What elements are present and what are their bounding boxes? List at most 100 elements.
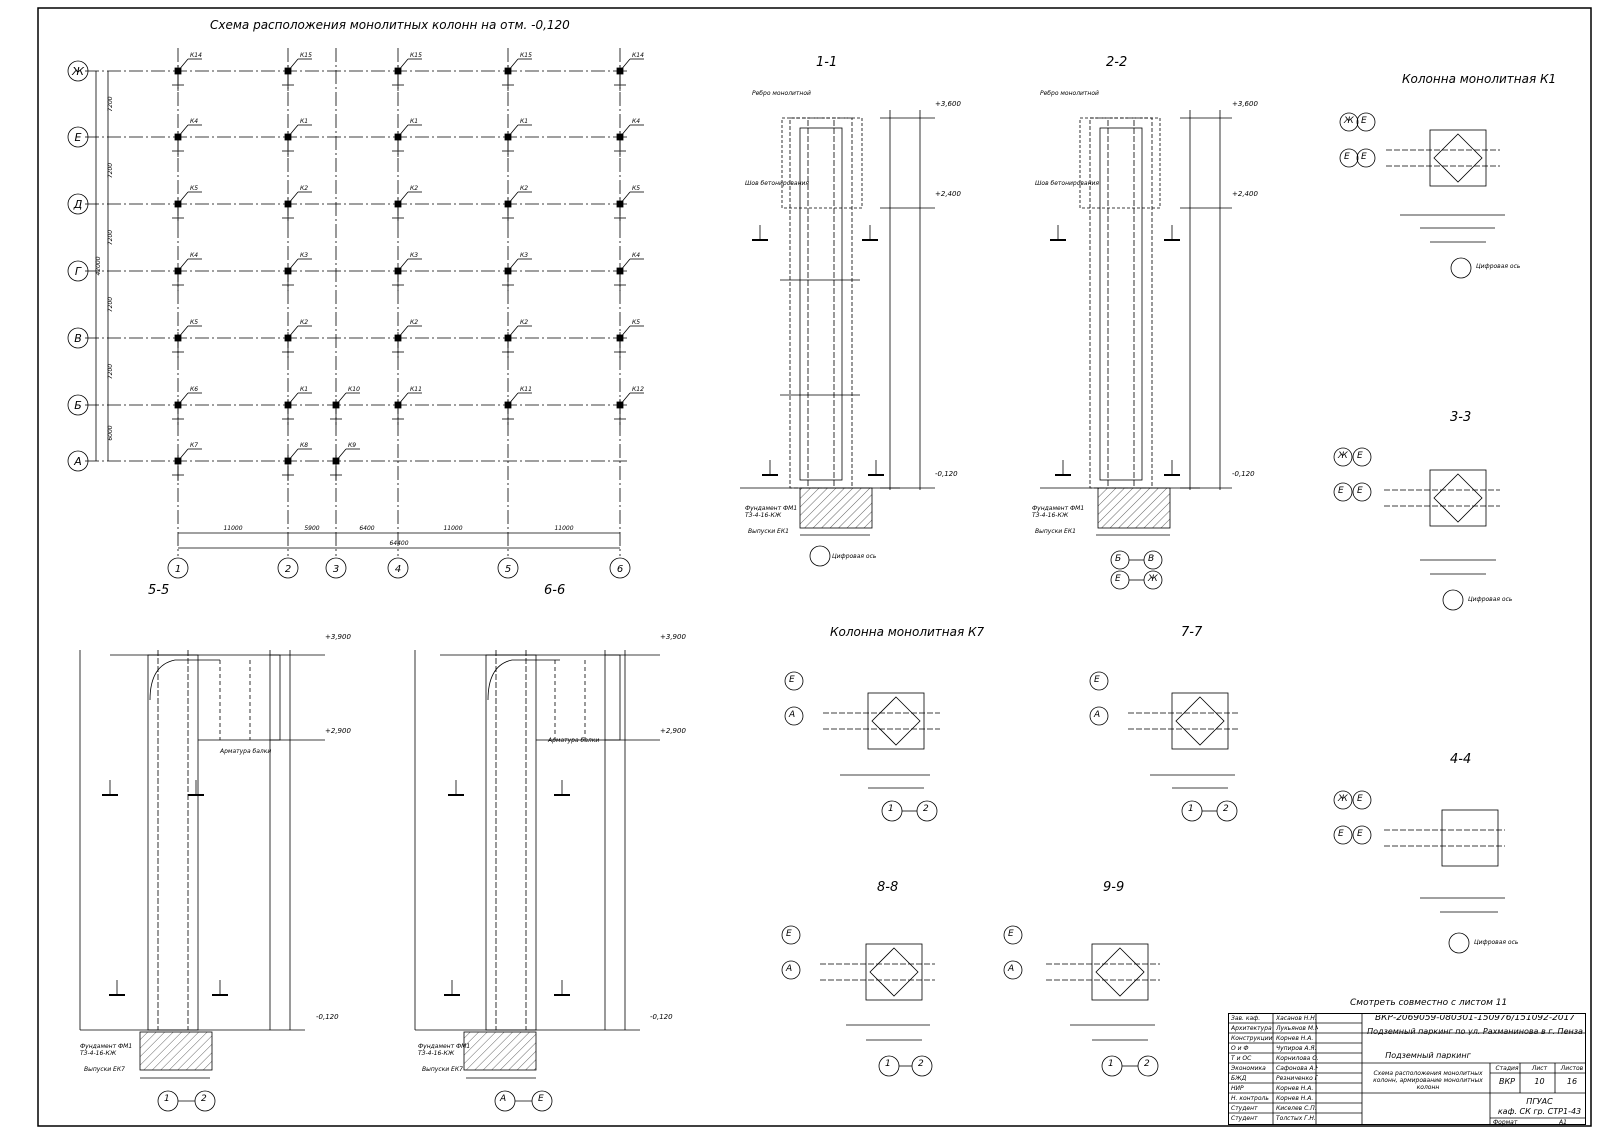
col-axis-bubble (167, 557, 189, 579)
mark-leader (619, 392, 631, 406)
col-dimension: 6400 (359, 525, 374, 532)
axis-8-8-col-b: 2 (918, 1059, 924, 1069)
elev-top-6-6: +3,900 (660, 633, 686, 641)
axis-9-9-col-b: 2 (1144, 1059, 1150, 1069)
row-axis-label: Г (75, 265, 82, 278)
callout-pipe-2-2: Шов бетонирования (1035, 180, 1100, 187)
col-axis-bubble (325, 557, 347, 579)
row-dimension: 7200 (107, 96, 114, 111)
callout-foundation-5-5: Фундамент ФМ1 (80, 1043, 133, 1050)
axis-2-2-d: Ж (1148, 574, 1158, 584)
tb-sheets: 16 (1566, 1078, 1578, 1085)
column-mark-label: К3 (410, 252, 418, 259)
row-axis-bubble (67, 327, 89, 349)
callout-yoke-1-1: Цифровая ось (832, 553, 877, 560)
column-mark-label: К5 (190, 185, 198, 192)
section-label-2-2: 2-2 (1106, 55, 1128, 70)
column-mark-label: К14 (190, 52, 202, 59)
axis-3-3-c: Е (1338, 486, 1344, 496)
callout-foundation-ref-2-2: ТЗ-4-16-КЖ (1032, 512, 1069, 519)
mark-leader (287, 392, 299, 406)
row-axis-bubble (67, 394, 89, 416)
column-mark-label: К7 (190, 442, 198, 449)
callout-foundation-6-6: Фундамент ФМ1 (418, 1043, 471, 1050)
callout-foundation-ref-5-5: ТЗ-4-16-КЖ (80, 1050, 117, 1057)
tb-sheet-header: Лист (1531, 1065, 1548, 1072)
elev-top-5-5: +3,900 (325, 633, 351, 641)
section-4-4 (1333, 790, 1505, 954)
col-dimension: 11000 (223, 525, 242, 532)
axis-5-5-a: 1 (164, 1094, 170, 1104)
axis-7-7-row-b: А (1094, 710, 1101, 720)
axis-2-2-a: Б (1115, 554, 1122, 564)
mark-leader (397, 258, 409, 272)
section-label-9-9: 9-9 (1103, 880, 1125, 895)
row-axis-label: Е (75, 131, 82, 144)
column-mark-label: К14 (632, 52, 644, 59)
column-mark-label: К2 (300, 185, 308, 192)
col-axis-bubble (609, 557, 631, 579)
tb-sheets-header: Листов (1560, 1065, 1584, 1072)
col-axis-bubble (277, 557, 299, 579)
column-mark-label: К3 (520, 252, 528, 259)
col-axis-bubble (387, 557, 409, 579)
tb-project: Подземный паркинг по ул. Рахманинова в г… (1367, 1028, 1583, 1035)
mark-leader (287, 448, 299, 462)
axis-2-2-b: В (1148, 554, 1155, 564)
row-dimension: 7200 (107, 230, 114, 245)
column-mark-label: К2 (300, 319, 308, 326)
tb-person: Чупиров А.Я. (1276, 1045, 1317, 1052)
tb-person: Резниченко Г.П. (1276, 1075, 1318, 1082)
axis-5-5-b: 2 (201, 1094, 207, 1104)
column-mark-label: К1 (520, 118, 528, 125)
column-mark-label: К2 (410, 185, 418, 192)
callout-foundation-2-2: Фундамент ФМ1 (1032, 505, 1085, 512)
callout-yoke-3-3: Цифровая ось (1468, 596, 1513, 603)
mark-leader (335, 392, 347, 406)
axis-3-3-d: Е (1357, 486, 1363, 496)
callout-concreting-1-1: Ребро монолитной (752, 90, 811, 97)
elev-mid-6-6: +2,900 (660, 727, 686, 735)
tb-org1: ПГУАС (1526, 1098, 1553, 1105)
axis-9-9-row-a: Е (1008, 929, 1014, 939)
mark-leader (287, 124, 299, 138)
tb-role: Студент (1231, 1105, 1258, 1112)
tb-role: Архитектура (1231, 1025, 1272, 1032)
tb-role: Студент (1231, 1115, 1258, 1122)
axis-6-6-a: А (500, 1094, 507, 1104)
elev-base-6-6: -0,120 (650, 1013, 673, 1021)
row-axis-bubble (67, 450, 89, 472)
column-mark-label: К1 (300, 118, 308, 125)
col-k7-title: Колонна монолитная К7 (830, 625, 985, 639)
mark-leader (177, 325, 189, 339)
tb-person: Корнев Н.А. (1276, 1035, 1314, 1042)
mark-leader (507, 258, 519, 272)
tb-stage: ВКР (1499, 1078, 1515, 1085)
callout-foundation-1-1: Фундамент ФМ1 (745, 505, 798, 512)
callout-rebar-6-6: Арматура балки (548, 737, 600, 744)
elev-base-1-1: -0,120 (935, 470, 958, 478)
row-axis-bubble (67, 193, 89, 215)
tb-person: Хасанов Н.Н. (1276, 1015, 1317, 1022)
drawing-note: Смотреть совместно с листом 11 (1350, 998, 1508, 1008)
column-mark-label: К1 (410, 118, 418, 125)
axis-8-8-row-a: Е (786, 929, 792, 939)
section-6-6 (414, 650, 660, 1112)
mark-leader (177, 448, 189, 462)
tb-stage-header: Стадия (1495, 1065, 1519, 1072)
axis-k1-row-b: Е (1361, 116, 1367, 126)
row-axis-label: А (73, 455, 82, 468)
tb-person: Киселев С.П. (1276, 1105, 1317, 1112)
column-mark-label: К15 (300, 52, 312, 59)
tb-format-label: Формат (1493, 1119, 1518, 1126)
mark-leader (335, 448, 347, 462)
mark-leader (177, 392, 189, 406)
mark-leader (177, 191, 189, 205)
row-axis-bubble (67, 60, 89, 82)
tb-person: Корнев Н.А. (1276, 1095, 1314, 1102)
axis-4-4-a: Ж (1338, 794, 1348, 804)
tb-role: Экономика (1231, 1065, 1266, 1072)
callout-outlet-1-1: Выпуски ЕК1 (748, 528, 789, 535)
column-mark-label: К4 (190, 118, 198, 125)
col-axis-label: 4 (395, 564, 401, 575)
